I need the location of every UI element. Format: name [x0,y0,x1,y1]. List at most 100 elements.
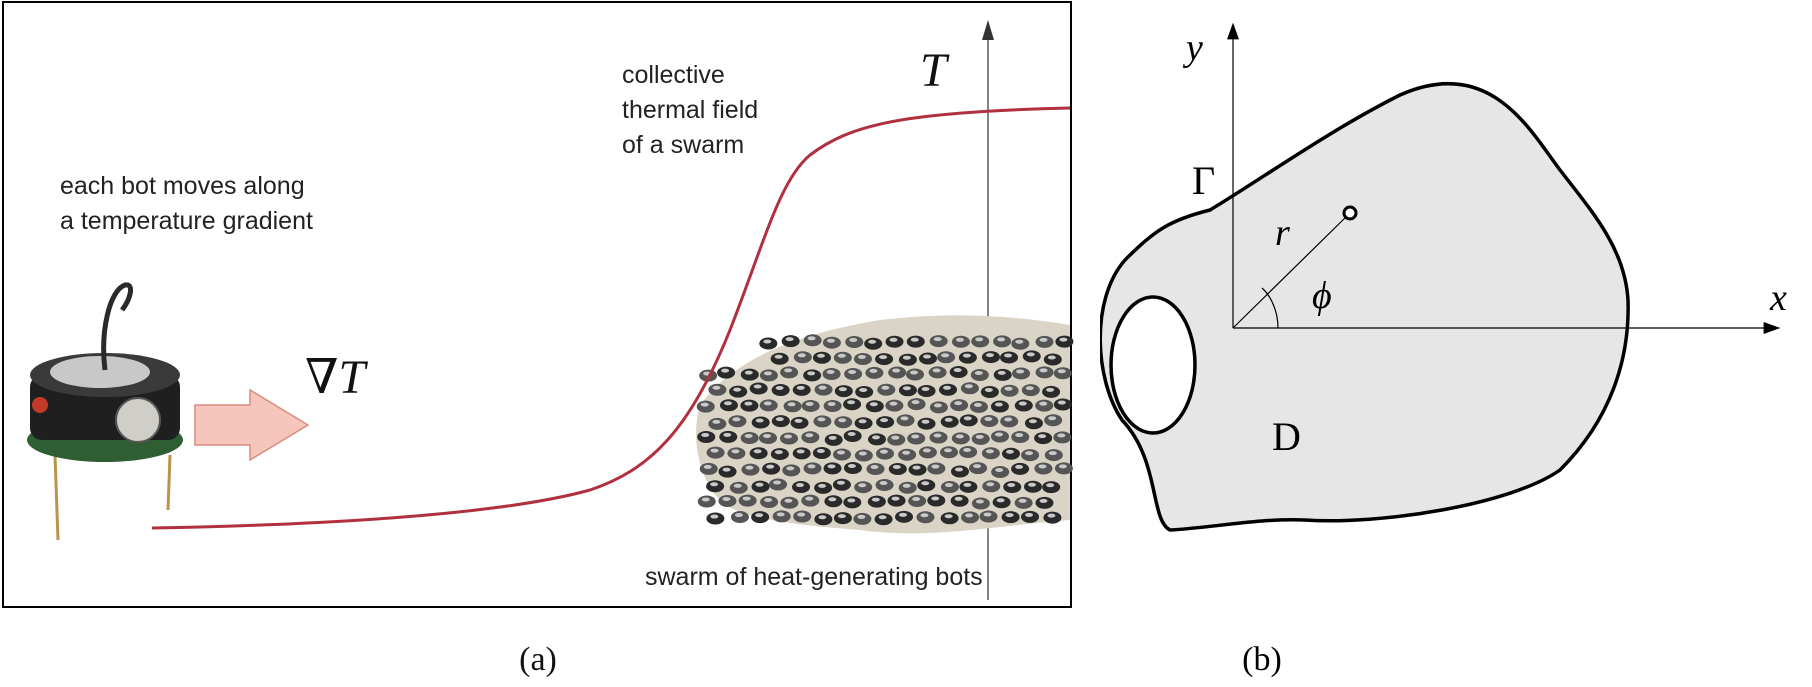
caption-a: (a) [519,641,557,678]
swarm-bot [971,497,990,510]
swarm-bot-highlight [997,337,1006,342]
swarm-bot-highlight [763,433,772,438]
label-r: r [1275,212,1290,254]
swarm-bot-highlight [1039,498,1048,503]
swarm-bot [898,353,917,366]
swarm-bot [916,511,935,524]
swarm-bot-highlight [1025,451,1034,456]
swarm-bot-highlight [1028,419,1037,424]
swarm-bot [1035,399,1054,412]
swarm-bot [793,510,812,523]
swarm-bot [949,366,968,379]
swarm-bot [867,495,886,508]
swarm-bot [1043,353,1062,366]
swarm-bot [812,447,831,460]
swarm-bot-highlight [807,371,816,376]
swarm-bot [1021,510,1040,523]
swarm-bot [759,369,778,382]
swarm-bot [971,432,990,445]
swarm-bot [990,400,1009,413]
swarm-bot-highlight [753,449,762,454]
swarm-bot [960,382,979,395]
swarm-bot-highlight [1016,369,1025,374]
swarm-bot-highlight [837,514,846,519]
swarm-bot [1011,431,1030,444]
swarm-bot [1035,496,1054,509]
swarm-bot [898,481,917,494]
swarm-bot [855,385,874,398]
swarm-bot [792,447,811,460]
swarm-bot [940,512,959,525]
swarm-bot-highlight [941,353,950,358]
swarm-bot [929,401,948,414]
swarm-bot [887,494,906,507]
panel-b-figure: y x r ϕ Γ D (b) [1100,22,1787,678]
swarm-bot [1011,462,1030,475]
swarm-bot [959,414,978,427]
swarm-bot [959,480,978,493]
swarm-bot-highlight [784,368,793,373]
swarm-bot-highlight [931,464,940,469]
label-field-line3: of a swarm [622,131,744,159]
swarm-bot [814,383,833,396]
swarm-bot [814,481,833,494]
swarm-bot-highlight [1039,337,1048,342]
swarm-bot-highlight [1039,368,1048,373]
swarm-bot-highlight [1057,400,1066,405]
swarm-bot-highlight [912,496,921,501]
label-swarm: swarm of heat-generating bots [645,563,983,591]
swarm-bot [780,366,799,379]
swarm-bot-highlight [1048,451,1057,456]
swarm-bot-highlight [858,483,867,488]
swarm-bot [1000,351,1019,364]
swarm-bot-highlight [838,387,847,392]
swarm-bot-highlight [944,483,953,488]
swarm-bot-highlight [1005,449,1014,454]
swarm-bot-highlight [902,386,911,391]
swarm-bot-highlight [954,467,963,472]
swarm-bot-highlight [776,512,785,517]
swarm-bot-highlight [870,464,879,469]
swarm-bot-highlight [1026,352,1035,357]
swarm-bot [865,400,884,413]
swarm-bot-highlight [784,434,793,439]
swarm-bot-highlight [818,515,827,520]
swarm-bot [980,385,999,398]
swarm-bot [940,415,959,428]
swarm-bot-highlight [774,354,783,359]
swarm-bot-highlight [1047,513,1056,518]
label-gamma: Γ [1192,158,1215,203]
swarm-bot-highlight [911,400,920,405]
swarm-bot [843,496,862,509]
swarm-bot [801,431,820,444]
swarm-bot-highlight [818,483,827,488]
swarm-bot [1042,481,1061,494]
swarm-bot [982,480,1001,493]
swarm-bot-highlight [857,514,866,519]
swarm-bot-highlight [962,353,971,358]
swarm-bot-highlight [837,450,846,455]
swarm-bot-highlight [1015,464,1024,469]
swarm-bot-highlight [1048,416,1057,421]
swarm-bot-highlight [755,513,764,518]
swarm-bot [907,398,926,411]
swarm-bot-highlight [933,337,942,342]
swarm-bot [762,462,781,475]
swarm-bot-highlight [973,464,982,469]
swarm-bot-highlight [955,434,964,439]
swarm-bot-highlight [773,480,782,485]
swarm-bot [771,383,790,396]
swarm-bot [918,446,937,459]
swarm-bot [706,480,725,493]
label-each-bot-line2: a temperature gradient [60,207,313,235]
swarm-bot-highlight [826,369,835,374]
swarm-bot-highlight [1018,498,1027,503]
swarm-bot [697,495,716,508]
swarm-bot [888,366,907,379]
swarm-bot [1043,511,1062,524]
swarm-bot [907,432,926,445]
swarm-bot [793,351,812,364]
swarm-bot-highlight [879,480,888,485]
swarm-bot [824,433,843,446]
swarm-bot [896,414,915,427]
